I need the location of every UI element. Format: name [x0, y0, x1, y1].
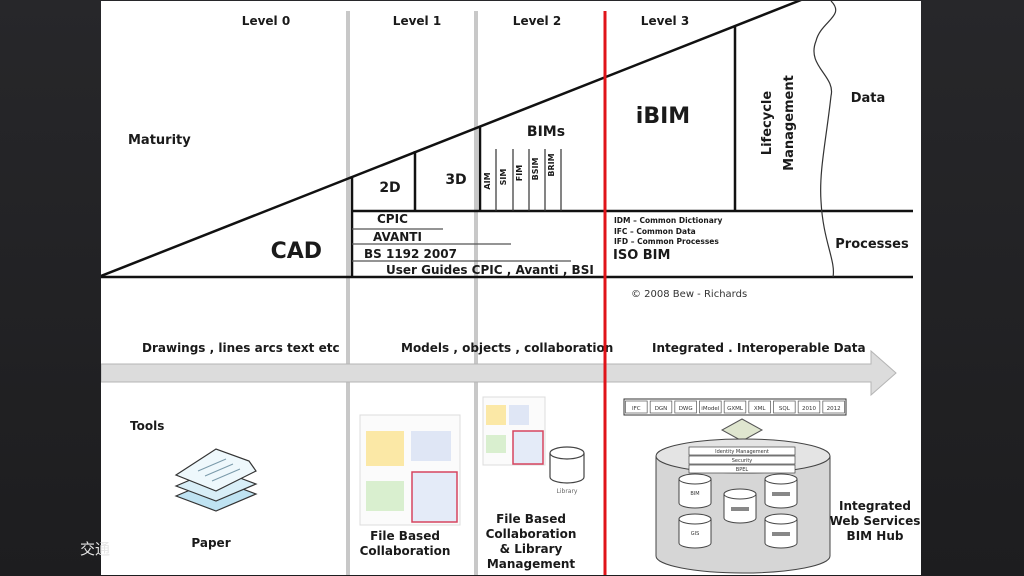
format-cell: [748, 400, 771, 414]
paper-label: Paper: [191, 536, 230, 550]
hub-layer: [688, 464, 796, 474]
format-label: 2010: [802, 406, 816, 412]
hub-db-label: GIS: [691, 531, 700, 537]
cad-label: CAD: [271, 239, 322, 264]
level-1-header: Level 1: [393, 14, 441, 28]
processes-label: Processes: [835, 237, 909, 252]
data-label: Data: [851, 91, 886, 106]
format-label: iModel: [701, 406, 720, 412]
hub-layer-label: Security: [732, 458, 753, 464]
process-user-guides: User Guides CPIC , Avanti , BSI: [386, 263, 594, 277]
format-label: IFC: [632, 406, 641, 412]
file-based-label-2: Collaboration: [360, 544, 451, 558]
arrow-label-models: Models , objects , collaboration: [401, 341, 613, 355]
hub-db-label: BIM: [690, 491, 699, 497]
format-label: DGN: [655, 406, 668, 412]
tools-label: Tools: [130, 419, 164, 433]
library-label-1: File Based: [496, 512, 566, 526]
hub-database-icon: [678, 479, 712, 509]
maturity-slope-line: [101, 1, 802, 278]
library-collaboration-image: [482, 396, 546, 466]
library-label-4: Management: [487, 557, 576, 571]
process-cpic: CPIC: [377, 212, 408, 226]
hub-label-3: BIM Hub: [847, 529, 904, 543]
level-2-header: Level 2: [513, 14, 561, 28]
arrow-label-integrated: Integrated . Interoperable Data: [652, 341, 866, 355]
process-bs1192: BS 1192 2007: [364, 247, 457, 261]
process-ifd: IFD – Common Processes: [614, 237, 719, 246]
progress-arrow: [101, 349, 897, 397]
format-label: GXML: [727, 406, 744, 412]
format-label: SQL: [779, 406, 791, 412]
iso-bim-label: ISO BIM: [613, 248, 670, 263]
hub-label-2: Web Services: [830, 514, 921, 528]
exchange-diamond-icon: [720, 418, 764, 442]
level-0-header: Level 0: [242, 14, 290, 28]
format-cell: [649, 400, 673, 414]
bim-type-brim: BRIM: [547, 153, 556, 176]
format-cell: [723, 400, 747, 414]
hub-layer-label: BPEL: [736, 467, 749, 473]
library-caption: Library: [557, 488, 578, 495]
format-cell: [674, 400, 697, 414]
file-based-label-1: File Based: [370, 529, 440, 543]
hub-database-icon: [678, 519, 712, 549]
hub-layer: [688, 455, 796, 465]
process-avanti: AVANTI: [373, 230, 422, 244]
format-cell: [699, 400, 722, 414]
library-label-2: Collaboration: [486, 527, 577, 541]
format-bar: IFC DGN DWG iModel GXML XML SQL 2010 2012: [623, 398, 847, 416]
format-label: DWG: [679, 406, 693, 412]
format-cell: [773, 400, 796, 414]
process-idm: IDM – Common Dictionary: [614, 216, 722, 225]
maturity-label: Maturity: [128, 133, 191, 148]
library-label-3: & Library: [500, 542, 563, 556]
copyright: © 2008 Bew - Richards: [631, 289, 747, 300]
format-label: XML: [754, 406, 767, 412]
bim-type-bsim: BSIM: [531, 158, 540, 181]
2d-label: 2D: [379, 180, 400, 196]
hub-label-1: Integrated: [839, 499, 911, 513]
bims-label: BIMs: [527, 124, 565, 140]
video-subtitle: 交通: [80, 540, 111, 558]
bim-type-aim: AIM: [483, 172, 492, 189]
format-cell: [822, 400, 845, 414]
paper-stack-icon: [174, 448, 258, 512]
process-ifc: IFC – Common Data: [614, 227, 696, 236]
bim-type-sim: SIM: [499, 169, 508, 186]
hub-layer-label: Identity Management: [715, 449, 769, 455]
hub-layer: [688, 446, 796, 456]
format-label: 2012: [827, 406, 841, 412]
library-database-icon: [549, 446, 585, 484]
bim-type-fim: FIM: [515, 165, 524, 181]
file-based-collaboration-image: [359, 414, 461, 526]
ibim-label: iBIM: [636, 104, 690, 129]
format-cell: [797, 400, 821, 414]
data-wave-boundary: [813, 1, 837, 278]
lifecycle-label: Lifecycle: [760, 91, 775, 156]
level-3-header: Level 3: [641, 14, 689, 28]
format-cell: [625, 400, 648, 414]
3d-label: 3D: [445, 172, 466, 188]
arrow-label-drawings: Drawings , lines arcs text etc: [142, 341, 340, 355]
management-label: Management: [782, 75, 797, 171]
slide: Level 0 Level 1 Level 2 Level 3 Maturity…: [101, 1, 921, 575]
